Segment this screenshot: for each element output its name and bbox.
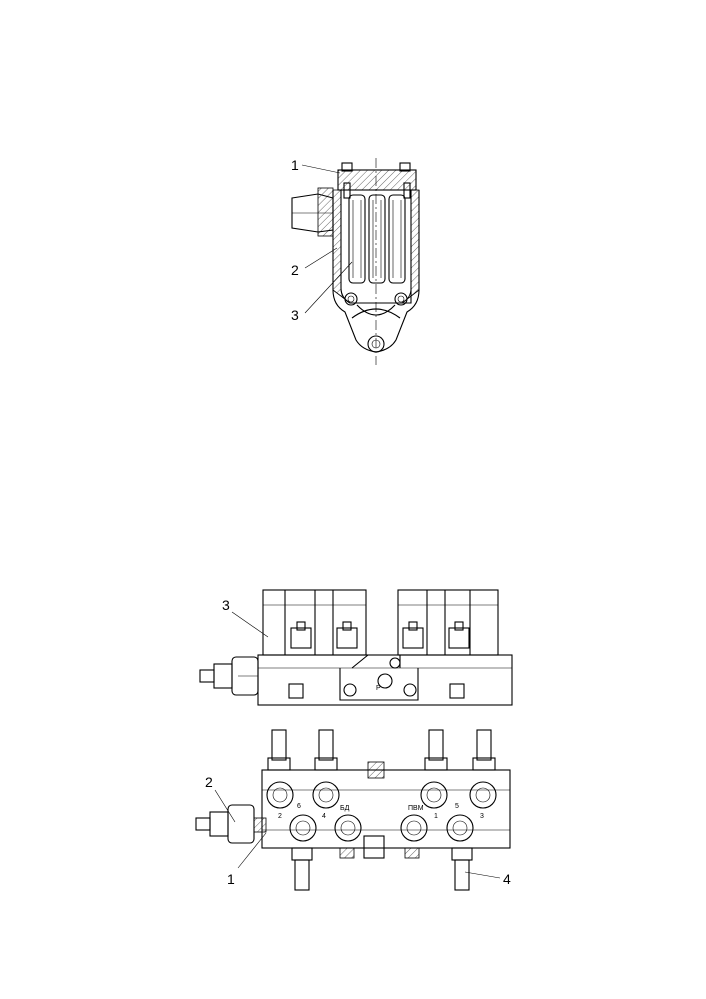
top-section-view: 1 2 3 bbox=[291, 157, 420, 365]
top-fittings bbox=[267, 729, 496, 779]
callout-3-top: 3 bbox=[291, 307, 299, 323]
callout-4-bottom: 4 bbox=[503, 871, 511, 887]
port-label-p: Р bbox=[376, 685, 381, 692]
port-3: 3 bbox=[480, 813, 484, 820]
port-5: 5 bbox=[455, 803, 459, 810]
front-view: Р 3 bbox=[199, 589, 513, 706]
port-1: 1 bbox=[434, 813, 438, 820]
port-2: 2 bbox=[278, 813, 282, 820]
port-6: 6 bbox=[297, 803, 301, 810]
port-pvm: ПВМ bbox=[408, 805, 424, 812]
bottom-view: 6 4 БД ПВМ 1 5 2 3 2 1 4 bbox=[195, 729, 511, 891]
port-4: 4 bbox=[322, 813, 326, 820]
callout-1-bottom: 1 bbox=[227, 871, 235, 887]
callout-3-front: 3 bbox=[222, 597, 230, 613]
callout-2-top: 2 bbox=[291, 262, 299, 278]
callout-2-bottom: 2 bbox=[205, 774, 213, 790]
bottom-fittings bbox=[291, 835, 473, 891]
port-bd: БД bbox=[340, 805, 350, 812]
callout-1-top: 1 bbox=[291, 157, 299, 173]
